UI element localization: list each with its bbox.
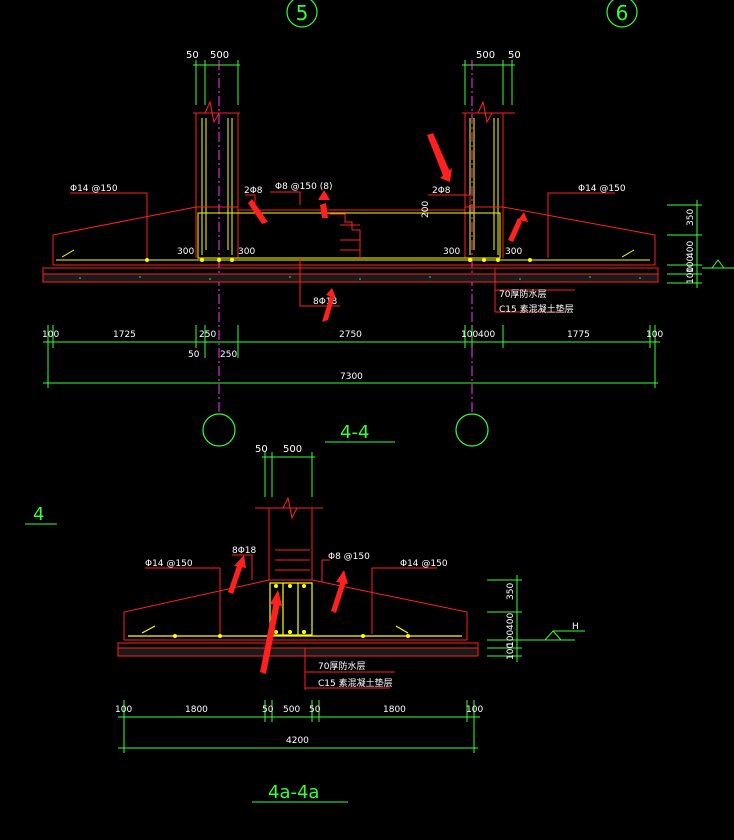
dim-2750: 2750 [339, 330, 362, 340]
dim-1725: 1725 [113, 330, 136, 340]
column-left-rebar [201, 118, 233, 255]
col-dim-500-right: 500 [476, 50, 495, 61]
section-title-4a: 4a-4a [268, 782, 319, 803]
col-dim-500-4a: 500 [283, 444, 302, 455]
hooks-44 [61, 249, 635, 258]
column-right-rebar [469, 118, 499, 255]
dim-200: 200 [421, 201, 431, 218]
side-label-4: 4 [33, 504, 44, 525]
dim-500-4a: 500 [283, 705, 300, 715]
dim-50-l-4a: 50 [262, 705, 274, 715]
dim-300-d: 300 [505, 247, 522, 257]
rebar-dots-4a [173, 584, 410, 638]
h-dim-350-4a: 350 [506, 583, 516, 600]
dim-1800-r: 1800 [383, 705, 406, 715]
dim-1800-l: 1800 [185, 705, 208, 715]
rebar-label-left-4a: Φ14 @150 [145, 559, 193, 569]
section-title-44: 4-4 [340, 422, 369, 443]
dim-300-c: 300 [443, 247, 460, 257]
layer-70-44: 70厚防水层 [499, 288, 546, 300]
dim-400: 400 [478, 330, 495, 340]
col-dim-50-right: 50 [508, 50, 521, 61]
axis-bubble-6: 6 [606, 0, 638, 28]
axis-label-6: 6 [616, 1, 629, 25]
markup-arrows-4a [228, 555, 348, 674]
column-dim-left [193, 60, 240, 105]
bars-label-left-44: 2Φ8 [244, 186, 263, 196]
dim-100-r-4a: 100 [466, 705, 483, 715]
footing-outline-4a [123, 579, 468, 640]
section-4-4: 50 500 500 50 [42, 50, 734, 447]
axis-bubble-bottom-5 [202, 413, 236, 447]
dim-100-l-4a: 100 [115, 705, 132, 715]
height-dims-4a [487, 575, 585, 662]
section-4a-4a: 50 500 [115, 444, 585, 803]
footing-outline-44 [52, 206, 656, 265]
column-dim-4a [262, 452, 315, 497]
leaders-44 [70, 191, 615, 313]
col-dim-50-4a: 50 [255, 444, 268, 455]
h-dim-350: 350 [686, 209, 696, 226]
dim-100-r: 100 [646, 330, 663, 340]
layer-70-4a: 70厚防水层 [318, 660, 365, 672]
bars-label-4a: 8Φ18 [232, 546, 257, 556]
rebar-dots-44 [145, 258, 532, 262]
dim-250: 250 [199, 330, 216, 340]
layer-c15-44: C15 素混凝土垫层 [499, 303, 574, 315]
col-dim-50-left: 50 [186, 50, 199, 61]
dim-250-b: 250 [220, 350, 237, 360]
col-dim-500-left: 500 [210, 50, 229, 61]
h-dim-100b-4a: 100 [506, 643, 516, 660]
bottom-bars-44: 8Φ18 [313, 297, 338, 307]
beam-rebar-44 [56, 212, 650, 261]
dim-1775: 1775 [567, 330, 590, 340]
stirrup-detail-44 [330, 213, 361, 258]
h-dim-100a-4a: 100 [506, 630, 516, 647]
rebar-label-right-4a: Φ14 @150 [400, 559, 448, 569]
axis-bubble-5: 5 [286, 0, 318, 28]
column-left [193, 100, 240, 258]
rebar-label-left-44: Φ14 @150 [70, 184, 118, 194]
stirrup-label-44: Φ8 @150 (8) [275, 182, 332, 192]
dim-chain-4a [118, 700, 480, 753]
dim-100-l: 100 [42, 330, 59, 340]
dim-300-b: 300 [238, 247, 255, 257]
column-right [462, 100, 515, 258]
dim-50-b: 50 [188, 350, 200, 360]
dim-chain-44 [43, 325, 660, 388]
h-dim-400: 400 [686, 241, 696, 258]
h-dim-400-4a: 400 [506, 613, 516, 630]
rebar-label-right-44: Φ14 @150 [578, 184, 626, 194]
h-dim-100a: 100 [686, 256, 696, 273]
total-7300: 7300 [340, 372, 363, 382]
level-mark-h: H [572, 622, 579, 632]
dim-300-a: 300 [177, 247, 194, 257]
stirrup-label-4a: Φ8 @150 [328, 552, 370, 562]
h-dim-100b: 100 [686, 267, 696, 284]
leaders-4a [145, 554, 437, 690]
axis-bubble-bottom-6 [455, 413, 489, 447]
dim-50-r-4a: 50 [309, 705, 321, 715]
concrete-speckle-44 [79, 276, 641, 280]
layer-c15-4a: C15 素混凝土垫层 [318, 677, 393, 689]
total-4200: 4200 [286, 736, 309, 746]
concrete-layer-4a [117, 647, 479, 657]
column-dim-right [462, 60, 515, 105]
waterproof-layer-4a [117, 642, 479, 649]
waterproof-layer-44 [42, 267, 659, 275]
dim-100-m: 100 [461, 330, 478, 340]
column-4a [255, 496, 323, 580]
beam-cage-4a [128, 582, 462, 637]
markup-arrows-44 [248, 133, 528, 322]
concrete-layer-44 [42, 273, 659, 283]
height-dims-44 [667, 200, 734, 288]
bars-label-right-44: 2Φ8 [432, 186, 451, 196]
axis-label-5: 5 [296, 1, 309, 25]
